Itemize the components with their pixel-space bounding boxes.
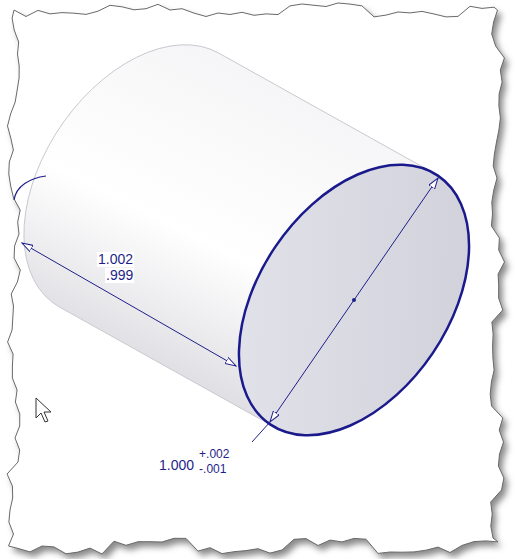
dimension-lower-limit: .999 bbox=[105, 268, 134, 283]
tolerance-minus: -.001 bbox=[198, 463, 227, 476]
dimension-line bbox=[354, 178, 438, 300]
dimension-nominal: 1.000 bbox=[158, 458, 195, 473]
end-face bbox=[191, 123, 515, 478]
dimension-upper-limit: 1.002 bbox=[97, 252, 134, 267]
mouse-pointer bbox=[36, 398, 51, 422]
center-point bbox=[352, 298, 356, 302]
dimension-line bbox=[270, 300, 354, 422]
dimension-line bbox=[130, 305, 236, 366]
tolerance-plus: +.002 bbox=[198, 448, 230, 461]
leader-line bbox=[252, 422, 270, 442]
sketch-arc bbox=[14, 176, 46, 200]
